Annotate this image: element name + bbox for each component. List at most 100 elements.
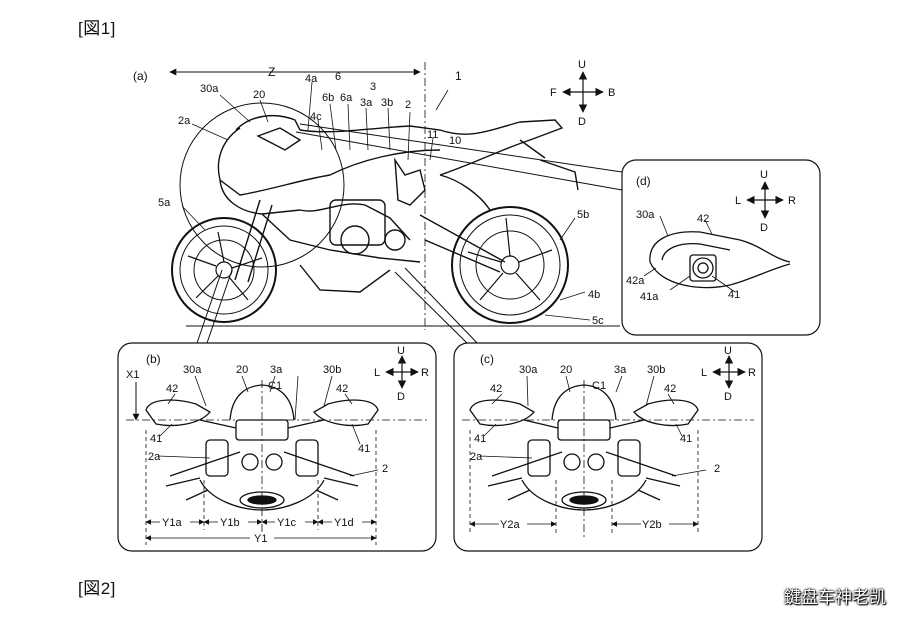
ref-30a: 30a (200, 83, 219, 95)
y1d-bg (332, 516, 362, 528)
ref-c-30b: 30b (647, 364, 665, 376)
ref-c-y2a: Y2a (500, 519, 520, 531)
ref-b-41-left: 41 (150, 433, 162, 445)
ref-d-41a: 41a (640, 291, 659, 303)
ref-d-42: 42 (697, 213, 709, 225)
ref-3a: 3a (360, 97, 373, 109)
ref-b-20: 20 (236, 364, 248, 376)
ref-b-42-left: 42 (166, 383, 178, 395)
callout-lines-c (479, 375, 707, 477)
ref-d-41: 41 (728, 289, 740, 301)
ref-d-30a: 30a (636, 209, 655, 221)
dir-front-a: F (550, 87, 557, 99)
ref-10: 10 (449, 135, 461, 147)
ref-c-20: 20 (560, 364, 572, 376)
ref-c-2: 2 (714, 463, 720, 475)
dir-down-b: D (397, 391, 405, 403)
ref-b-30b: 30b (323, 364, 341, 376)
dir-up-b: U (397, 345, 405, 357)
y1c-bg (275, 516, 305, 528)
mirror-visibility-circle (179, 102, 345, 268)
ref-6: 6 (335, 71, 341, 83)
ref-b-2: 2 (382, 463, 388, 475)
ref-2a: 2a (178, 115, 191, 127)
callout-lines-a (181, 81, 591, 321)
y1a-bg (160, 516, 190, 528)
ref-b-30a: 30a (183, 364, 202, 376)
panel-b-tag: (b) (146, 352, 161, 366)
direction-indicator-c: U D L R (701, 345, 756, 403)
ref-1: 1 (455, 69, 462, 83)
dir-up-a: U (578, 59, 586, 71)
dir-up-d: U (760, 169, 768, 181)
ref-b-41-right: 41 (358, 443, 370, 455)
ref-d-42a: 42a (626, 275, 645, 287)
front-view-body-c (469, 384, 699, 511)
ref-5a: 5a (158, 197, 171, 209)
ref-20: 20 (253, 89, 265, 101)
panel-c-tag: (c) (480, 352, 494, 366)
ref-5b: 5b (577, 209, 589, 221)
dir-right-b: R (421, 367, 429, 379)
ref-6b: 6b (322, 92, 334, 104)
panel-a: (a) Z (133, 59, 623, 347)
panel-a-tag: (a) (133, 69, 148, 83)
ref-b-y1c: Y1c (277, 517, 296, 529)
ref-4c: 4c (310, 111, 322, 123)
figure-1-label: [図1] (78, 19, 116, 38)
ref-b-x1: X1 (126, 369, 139, 381)
dir-down-c: D (724, 391, 732, 403)
dir-up-c: U (724, 345, 732, 357)
ref-3: 3 (370, 81, 376, 93)
ref-b-2a: 2a (148, 451, 161, 463)
ref-b-3a: 3a (270, 364, 283, 376)
figure-2-label: [図2] (78, 579, 116, 598)
ref-b-y1b: Y1b (220, 517, 240, 529)
panel-d: (d) U D L R (621, 159, 821, 336)
dir-down-a: D (578, 116, 586, 128)
projection-lines (195, 123, 623, 347)
ref-b-y1a: Y1a (162, 517, 182, 529)
direction-indicator-b: U D L R (374, 345, 429, 403)
ref-4a: 4a (305, 73, 318, 85)
watermark: 鍵盘车神老凯 (784, 588, 886, 608)
ref-c-42-right: 42 (664, 383, 676, 395)
ref-c-30a: 30a (519, 364, 538, 376)
dir-left-d: L (735, 195, 741, 207)
ref-b-y1: Y1 (254, 533, 267, 545)
y1b-bg (218, 516, 248, 528)
ref-c-42-left: 42 (490, 383, 502, 395)
direction-indicator-d: U D L R (735, 169, 796, 234)
panel-d-tag: (d) (636, 174, 651, 188)
y2b-bg (641, 518, 669, 530)
ref-c-2a: 2a (470, 451, 483, 463)
ref-c-y2b: Y2b (642, 519, 662, 531)
z-label: Z (268, 65, 275, 79)
dir-left-c: L (701, 367, 707, 379)
motorcycle-body (217, 115, 579, 293)
y1-bg (250, 532, 274, 544)
ref-6a: 6a (340, 92, 353, 104)
front-wheel (171, 217, 277, 323)
ref-b-y1d: Y1d (334, 517, 354, 529)
ref-b-42-right: 42 (336, 383, 348, 395)
rear-wheel (451, 206, 569, 324)
dir-back-a: B (608, 87, 615, 99)
ref-c-3a: 3a (614, 364, 627, 376)
panel-c: (c) U D L R (453, 342, 763, 552)
ref-b-c1: C1 (268, 380, 282, 392)
direction-indicator-a: U D F B (550, 59, 615, 128)
ref-3b: 3b (381, 97, 393, 109)
ref-c-41-right: 41 (680, 433, 692, 445)
dir-right-c: R (748, 367, 756, 379)
callout-lines-d (643, 215, 736, 293)
mirror-detail (649, 231, 791, 289)
callout-lines-b (157, 375, 379, 477)
ref-5c: 5c (592, 315, 604, 327)
ref-11: 11 (427, 129, 438, 141)
dir-down-d: D (760, 222, 768, 234)
dir-left-b: L (374, 367, 380, 379)
dir-right-d: R (788, 195, 796, 207)
y2a-bg (499, 518, 527, 530)
